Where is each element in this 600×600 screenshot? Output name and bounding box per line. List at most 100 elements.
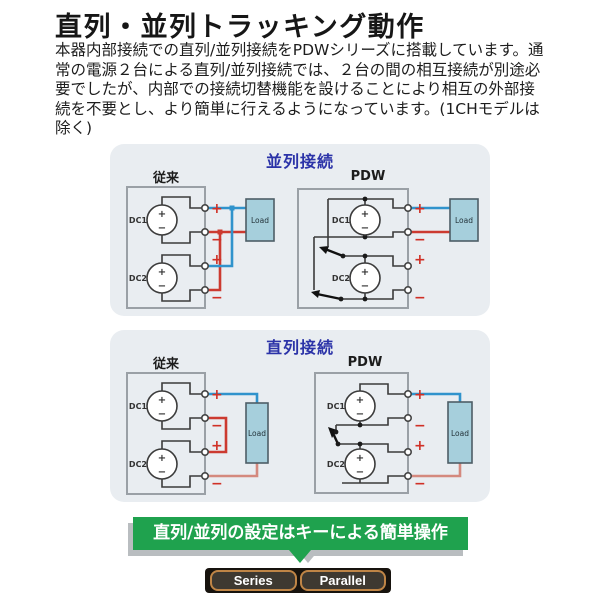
terminal <box>403 228 412 237</box>
dc1-source-symbol <box>349 204 381 236</box>
dc1-source-symbol <box>146 204 178 236</box>
parallel-diagram: 従来 + − + − DC1 DC2 + − + − Load <box>126 169 479 309</box>
junction-dots <box>338 196 368 302</box>
salmon-wire <box>205 463 259 478</box>
polarity-minus: − <box>414 290 426 306</box>
polarity-minus: − <box>211 476 223 492</box>
parallel-pdw-circuit: PDW + − + − DC1 DC2 <box>297 169 479 309</box>
dc2-minus-sign: − <box>158 467 166 478</box>
blue-wire <box>408 392 462 402</box>
blue-wire <box>205 392 259 403</box>
series-connection-panel: 直列接続 従来 + − + − DC1 DC2 + − + − <box>110 330 490 502</box>
switch-blades <box>316 247 344 301</box>
pdw-label: PDW <box>351 169 386 184</box>
series-conventional-circuit: 従来 + − + − DC1 DC2 + − + − Load <box>126 356 269 495</box>
dc2-source-symbol <box>344 448 376 480</box>
load-label: Load <box>251 216 269 225</box>
series-diagram: 従来 + − + − DC1 DC2 + − + − Load <box>126 355 473 495</box>
load-box <box>245 198 275 242</box>
dc1-label: DC1 <box>129 402 148 411</box>
dc2-plus-sign: + <box>158 453 166 464</box>
dc2-minus-sign: − <box>158 281 166 292</box>
dc2-plus-sign: + <box>158 267 166 278</box>
terminal <box>403 414 412 423</box>
dc2-source-symbol <box>349 262 381 294</box>
dc2-minus-sign: − <box>361 281 369 292</box>
dc1-plus-sign: + <box>361 209 369 220</box>
polarity-plus: + <box>414 252 426 268</box>
terminal <box>403 286 412 295</box>
dc1-minus-sign: − <box>158 223 166 234</box>
banner-text: 直列/並列の設定はキーによる簡単操作 <box>153 523 448 543</box>
internal-wiring <box>161 196 205 302</box>
dc2-plus-sign: + <box>361 267 369 278</box>
terminal <box>403 472 412 481</box>
load-box <box>449 198 479 242</box>
dc1-source-symbol <box>146 390 178 422</box>
load-label: Load <box>248 429 266 438</box>
front-panel-keys: Series Parallel <box>205 568 391 593</box>
polarity-plus: + <box>211 387 223 403</box>
parallel-key[interactable]: Parallel <box>299 570 386 591</box>
terminal <box>403 262 412 271</box>
polarity-plus: + <box>414 201 426 217</box>
switch-arrow <box>328 427 337 438</box>
dc2-label: DC2 <box>129 460 147 469</box>
banner-pointer <box>288 550 311 563</box>
dc2-label: DC2 <box>332 274 350 283</box>
terminal <box>201 262 210 271</box>
dc1-plus-sign: + <box>356 395 364 406</box>
polarity-plus: + <box>414 438 426 454</box>
conventional-label: 従来 <box>152 170 180 186</box>
psu-outline <box>126 186 206 309</box>
parallel-panel-title: 並列接続 <box>265 152 334 171</box>
red-bridge-wire <box>205 416 228 454</box>
polarity-plus: + <box>211 438 223 454</box>
salmon-wire <box>408 463 462 478</box>
page-title: 直列・並列トラッキング動作 <box>55 12 425 43</box>
red-wire <box>205 230 246 292</box>
series-panel-title: 直列接続 <box>265 338 334 357</box>
series-key[interactable]: Series <box>210 570 297 591</box>
terminal <box>201 389 210 398</box>
dc1-plus-sign: + <box>158 395 166 406</box>
internal-wiring <box>161 382 205 488</box>
junction-dots <box>333 422 363 447</box>
dc2-minus-sign: − <box>356 467 364 478</box>
switch-arrow <box>311 290 320 298</box>
red-junction <box>217 229 223 235</box>
load-label: Load <box>451 429 469 438</box>
dc1-source-symbol <box>344 390 376 422</box>
dc1-minus-sign: − <box>158 409 166 420</box>
conventional-label: 従来 <box>152 356 180 372</box>
dc2-plus-sign: + <box>356 453 364 464</box>
dc2-source-symbol <box>146 262 178 294</box>
dc1-label: DC1 <box>327 402 346 411</box>
terminal <box>403 389 412 398</box>
load-box <box>245 402 269 464</box>
terminal <box>201 448 210 457</box>
terminal <box>201 472 210 481</box>
dc2-label: DC2 <box>129 274 147 283</box>
series-pdw-circuit: PDW + − + − DC1 DC2 + <box>314 355 473 494</box>
dc2-label: DC2 <box>327 460 345 469</box>
polarity-minus: − <box>414 476 426 492</box>
dc1-label: DC1 <box>129 216 148 225</box>
polarity-minus: − <box>211 290 223 306</box>
parallel-conventional-circuit: 従来 + − + − DC1 DC2 + − + − Load <box>126 170 275 309</box>
dc1-label: DC1 <box>332 216 351 225</box>
dc1-plus-sign: + <box>158 209 166 220</box>
polarity-plus: + <box>211 201 223 217</box>
load-label: Load <box>455 216 473 225</box>
terminal <box>403 203 412 212</box>
polarity-plus: + <box>414 387 426 403</box>
dc1-minus-sign: − <box>361 223 369 234</box>
polarity-minus: − <box>211 232 223 248</box>
polarity-minus: − <box>414 418 426 434</box>
terminal <box>201 286 210 295</box>
blue-wire <box>205 206 246 268</box>
switch-arrow <box>319 246 329 254</box>
key-operation-banner: 直列/並列の設定はキーによる簡単操作 <box>133 517 468 563</box>
polarity-plus: + <box>211 252 223 268</box>
terminal <box>201 203 210 212</box>
